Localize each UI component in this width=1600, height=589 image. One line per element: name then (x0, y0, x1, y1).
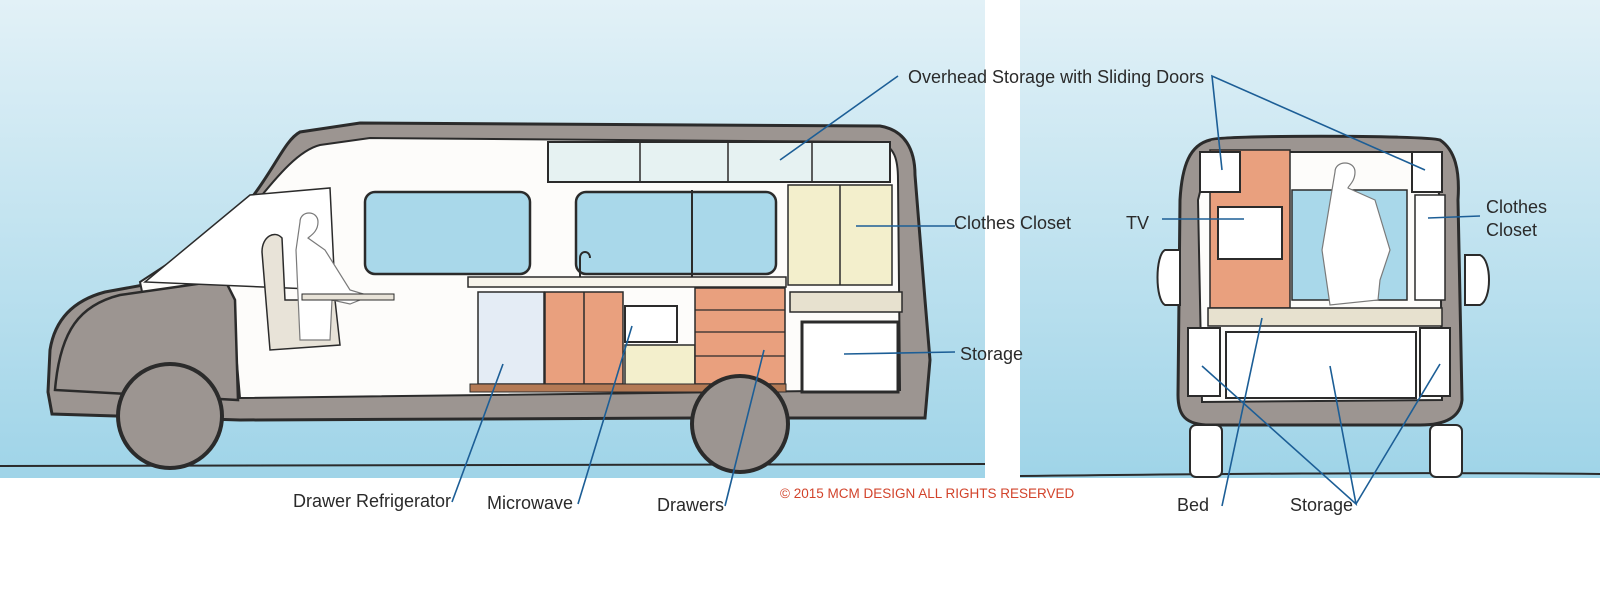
rear-storage-center (1225, 331, 1417, 399)
driver-figure (295, 212, 372, 341)
side-window-2 (574, 190, 778, 276)
leader-storage-rear-b (1355, 363, 1441, 505)
faucet (579, 251, 591, 277)
label-bed: Bed (1177, 495, 1210, 515)
copyright-notice: © 2015 MCM DESIGN ALL RIGHTS RESERVED (780, 486, 1075, 501)
label-overhead-storage: Overhead Storage with Sliding Doors (908, 67, 1205, 87)
label-clothes-closet-rear-2: Closet (1486, 220, 1538, 240)
leader-overhead-storage (779, 75, 899, 161)
label-drawers: Drawers (657, 495, 725, 515)
rear-storage-box (800, 320, 900, 394)
label-storage-side: Storage (960, 344, 1024, 364)
label-storage-rear: Storage (1290, 495, 1354, 515)
leader-lines (451, 74, 1481, 507)
rear-wheel (690, 374, 790, 474)
leader-bed (1221, 317, 1263, 507)
rear-figure (1321, 162, 1391, 306)
label-microwave: Microwave (487, 493, 574, 513)
drawer-refrigerator (477, 291, 545, 385)
wheel-right (1429, 424, 1463, 478)
cabinet-floor-trim (469, 383, 787, 393)
front-wheel (116, 362, 224, 470)
cream-drawers (624, 344, 696, 386)
counter-top (467, 276, 787, 288)
mirror-left (1156, 249, 1181, 306)
overhead-storage-cabinets (547, 141, 891, 183)
van-rear-view (1156, 134, 1490, 478)
bed-platform (1207, 307, 1443, 327)
rear-closet (1414, 194, 1446, 301)
label-clothes-closet-rear-1: Clothes (1486, 197, 1548, 217)
rear-overhead-right (1411, 151, 1443, 193)
rear-storage-left (1187, 327, 1221, 397)
drawer-stack (694, 287, 786, 385)
leader-clothes-closet-rear (1427, 215, 1481, 219)
side-window-1 (363, 190, 532, 276)
label-clothes-closet-side: Clothes Closet (954, 213, 1072, 233)
van-side-view (46, 121, 932, 474)
microwave-unit (624, 305, 678, 343)
label-drawer-refrigerator: Drawer Refrigerator (293, 491, 452, 511)
leader-drawers (724, 349, 765, 507)
table (301, 293, 395, 301)
tv-screen (1217, 206, 1283, 260)
leader-drawer-refrigerator (451, 363, 504, 503)
leader-microwave (577, 325, 633, 505)
rear-bench (789, 291, 903, 313)
label-tv: TV (1126, 213, 1150, 233)
leader-overhead-rear (1211, 74, 1426, 171)
rear-storage-right (1419, 327, 1451, 397)
wheel-left (1189, 424, 1223, 478)
mirror-right (1464, 254, 1490, 306)
leader-storage (843, 351, 956, 355)
